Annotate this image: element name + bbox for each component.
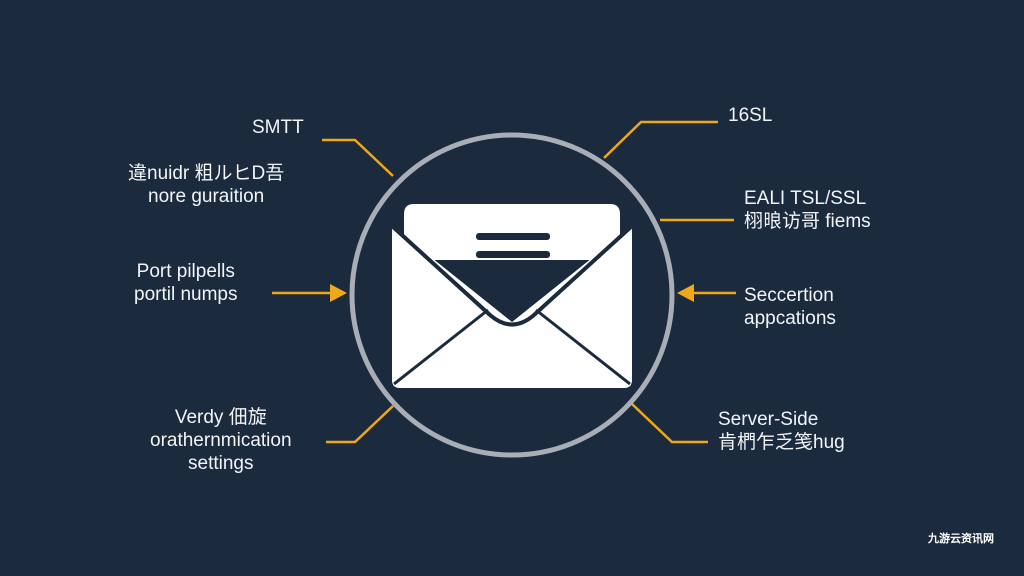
label-authentication: Verdy 佃旋 orathernmication settings (150, 406, 292, 475)
envelope-seam-right (535, 308, 631, 386)
label-security: Seccertion appcations (744, 284, 836, 330)
label-configuration: 違nuidr 粗ルヒD吾 nore guraition (128, 162, 284, 208)
label-configuration-line1: 違nuidr 粗ルヒD吾 (128, 163, 285, 184)
label-authentication-line3: settings (188, 453, 254, 474)
label-tls-line2: 栩㫰访哥 fiems (744, 211, 871, 232)
watermark: 九游云资讯网 (928, 533, 994, 545)
label-security-line2: appcations (744, 308, 836, 329)
envelope-back (404, 204, 620, 260)
envelope-flap-edge (390, 224, 634, 327)
connector-auth (326, 405, 394, 444)
connector-ssl (603, 120, 718, 159)
label-tls-line1: EALI TSL/SSL (744, 188, 867, 209)
label-port-line1: Port pilpells (136, 261, 235, 282)
label-port: Port pilpells portil numps (134, 260, 238, 306)
label-smtp: SMTT (252, 116, 304, 139)
connector-security (677, 284, 736, 302)
label-configuration-line2: nore guraition (148, 186, 265, 207)
label-authentication-line1: Verdy 佃旋 (174, 407, 267, 428)
label-ssl-text: 16SL (728, 105, 773, 126)
envelope-text-line (476, 269, 550, 276)
envelope-text-line (476, 233, 550, 240)
label-authentication-line2: orathernmication (150, 430, 292, 451)
arrow-left-icon (677, 284, 694, 302)
envelope-body (392, 226, 632, 388)
envelope-text-line (476, 251, 550, 258)
connector-port (272, 284, 347, 302)
connector-server (631, 403, 708, 444)
label-server-line2: 肯椚乍乏笺hug (718, 432, 845, 453)
label-server-side: Server-Side 肯椚乍乏笺hug (718, 408, 845, 454)
envelope-ring (349, 132, 675, 458)
envelope-seam-left (393, 308, 489, 386)
label-server-line1: Server-Side (718, 409, 819, 430)
label-smtp-text: SMTT (252, 117, 304, 138)
arrow-right-icon (330, 284, 347, 302)
label-tls: EALI TSL/SSL 栩㫰访哥 fiems (744, 187, 871, 233)
connector-smtp (322, 138, 394, 177)
label-security-line1: Seccertion (744, 285, 834, 306)
label-port-line2: portil numps (134, 284, 238, 305)
envelope-icon (390, 204, 634, 388)
label-ssl: 16SL (728, 104, 772, 127)
